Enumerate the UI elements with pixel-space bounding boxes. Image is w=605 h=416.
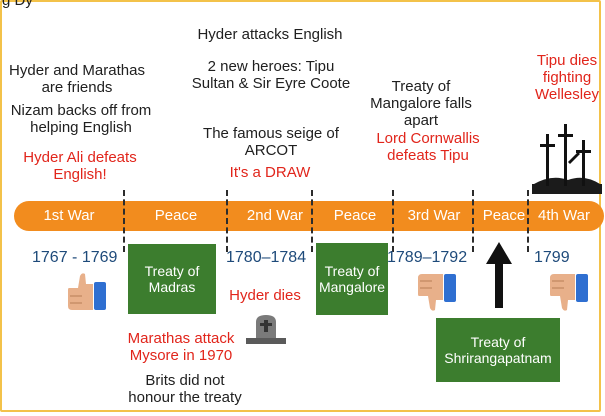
hyder-attacks-text: Hyder attacks English — [197, 26, 343, 43]
timeline-bar: 1st War Peace 2nd War Peace 3rd War Peac… — [14, 201, 604, 231]
treaty-madras-box: Treaty of Madras — [128, 244, 216, 314]
divider-5 — [472, 190, 474, 252]
divider-3 — [311, 190, 313, 252]
timeline-segment-peace-1: Peace — [154, 207, 198, 224]
treaty-mangalore-box: Treaty of Mangalore — [316, 243, 388, 315]
year-third-war: 1789–1792 — [387, 249, 468, 266]
timeline-segment-1st-war: 1st War — [43, 207, 95, 224]
divider-6 — [527, 190, 529, 252]
top-fragment: g Dy — [2, 0, 33, 9]
year-second-war: 1780–1784 — [226, 249, 307, 266]
arrow-up-icon — [486, 242, 512, 308]
thumbs-down-icon — [550, 274, 588, 311]
timeline-segment-2nd-war: 2nd War — [246, 207, 304, 224]
divider-1 — [123, 190, 125, 252]
new-heroes-text: 2 new heroes: Tipu Sultan & Sir Eyre Coo… — [191, 58, 351, 92]
hyder-dies-text: Hyder dies — [229, 287, 301, 304]
timeline-segment-peace-3: Peace — [482, 207, 526, 224]
swords-icon — [532, 124, 602, 194]
year-fourth-war: 1799 — [534, 249, 570, 266]
hyder-marathas-text: Hyder and Marathas are friends — [9, 62, 145, 96]
thumbs-down-icon — [418, 274, 456, 311]
tipu-dies-text: Tipu dies fighting Wellesley — [535, 52, 599, 103]
timeline-segment-3rd-war: 3rd War — [407, 207, 461, 224]
thumbs-up-icon — [68, 273, 106, 310]
gravestone-icon — [246, 315, 286, 344]
draw-text: It's a DRAW — [229, 164, 311, 181]
siege-arcot-text: The famous seige of ARCOT — [203, 125, 339, 159]
timeline-segment-peace-2: Peace — [333, 207, 377, 224]
timeline-segment-4th-war: 4th War — [538, 207, 590, 224]
cornwallis-text: Lord Cornwallis defeats Tipu — [376, 130, 480, 164]
treaty-shrirangapatnam-box: Treaty of Shrirangapatnam — [436, 318, 560, 382]
brits-text: Brits did not honour the treaty — [128, 372, 242, 406]
divider-2 — [226, 190, 228, 252]
hyder-defeats-text: Hyder Ali defeats English! — [23, 149, 137, 183]
marathas-attack-text: Marathas attack Mysore in 1970 — [127, 330, 235, 364]
year-first-war: 1767 - 1769 — [32, 249, 118, 266]
mangalore-apart-text: Treaty of Mangalore falls apart — [370, 78, 472, 129]
divider-4 — [392, 190, 394, 252]
nizam-text: Nizam backs off from helping English — [10, 102, 152, 136]
